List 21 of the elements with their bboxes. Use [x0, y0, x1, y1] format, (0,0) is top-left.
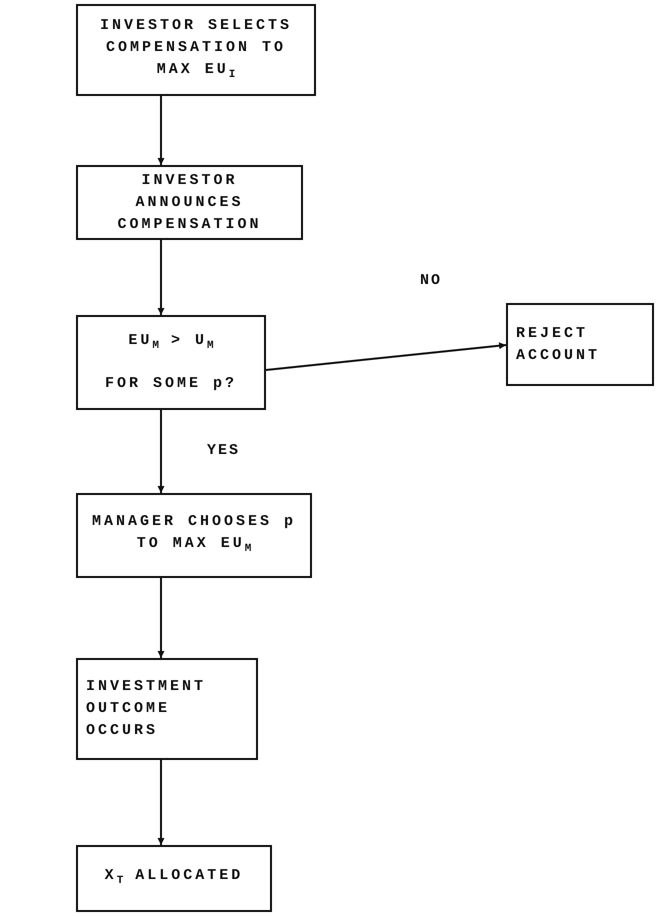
box-text: EU$_{M}$ > U$_{M}$	[128, 331, 214, 354]
box-text: INVESTOR SELECTS COMPENSATION TO MAX EU$_{I}$	[98, 16, 294, 82]
process-box	[76, 658, 258, 760]
box-text: MANAGER CHOOSES p TO MAX EU$_{M}$	[90, 512, 298, 557]
arrow	[158, 410, 164, 493]
process-box	[76, 845, 272, 912]
box-text: FOR SOME p?	[104, 374, 238, 394]
box-text: INVESTOR ANNOUNCES COMPENSATION	[116, 170, 263, 234]
process-box	[76, 493, 312, 578]
process-box	[76, 315, 266, 410]
arrow	[158, 96, 164, 165]
arrow	[158, 578, 164, 658]
arrow	[158, 240, 164, 315]
box-text: INVESTMENT OUTCOME OCCURS	[86, 677, 208, 741]
arrow	[158, 760, 164, 845]
arrow	[266, 342, 506, 371]
process-box	[506, 303, 654, 386]
box-text: REJECT ACCOUNT	[516, 324, 602, 366]
process-box	[76, 165, 303, 240]
process-box	[76, 4, 316, 96]
box-text: X$_{T}$ ALLOCATED	[104, 866, 244, 889]
